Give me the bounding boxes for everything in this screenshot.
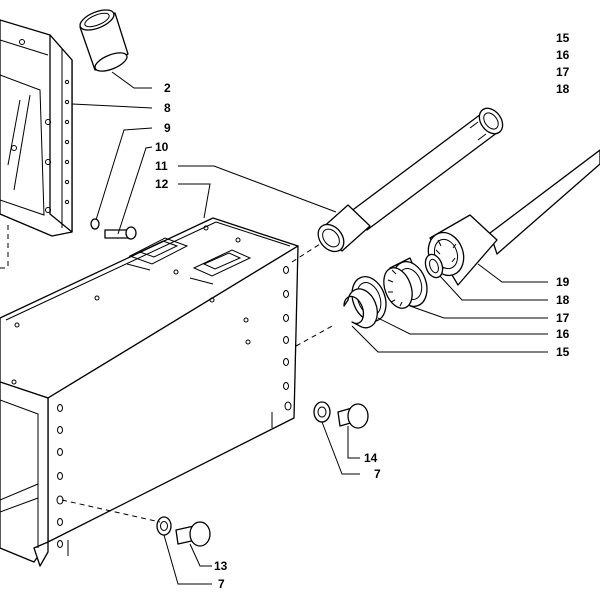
washer-stud-part-lower — [61, 499, 211, 547]
bushing-part — [79, 9, 129, 72]
callout-14: 14 — [364, 451, 378, 465]
leader-lines — [71, 71, 548, 585]
callout-7-lower: 7 — [218, 577, 225, 591]
callout-18: 18 — [556, 293, 570, 307]
callout-10: 10 — [155, 140, 169, 154]
washer-stud-part-upper — [313, 401, 369, 429]
bracket-housing-part — [0, 19, 73, 269]
callout-11: 11 — [155, 159, 168, 173]
callout-9: 9 — [164, 121, 171, 135]
gear-assembly-parts — [295, 253, 444, 347]
coupling-shaft-part — [427, 149, 600, 286]
callout-8: 8 — [164, 101, 171, 115]
shaft-part — [291, 107, 504, 263]
callout-12: 12 — [155, 177, 169, 191]
callout-17: 17 — [556, 311, 570, 325]
main-frame-part — [0, 217, 299, 567]
callout-13: 13 — [214, 559, 228, 573]
callout-16: 16 — [556, 327, 570, 341]
gear-teeth — [387, 269, 403, 307]
callout-2: 2 — [164, 81, 171, 95]
callout-18-top: 18 — [556, 82, 570, 96]
washer-bolt-part — [90, 218, 137, 240]
callout-15-top: 15 — [556, 31, 570, 45]
callout-17-top: 17 — [556, 65, 570, 79]
callout-7-upper: 7 — [374, 467, 381, 481]
callout-16-top: 16 — [556, 48, 570, 62]
callout-labels: 2 8 9 10 11 12 15 16 17 18 19 18 17 16 1… — [155, 31, 570, 591]
callout-19: 19 — [556, 275, 570, 289]
callout-15: 15 — [556, 345, 570, 359]
